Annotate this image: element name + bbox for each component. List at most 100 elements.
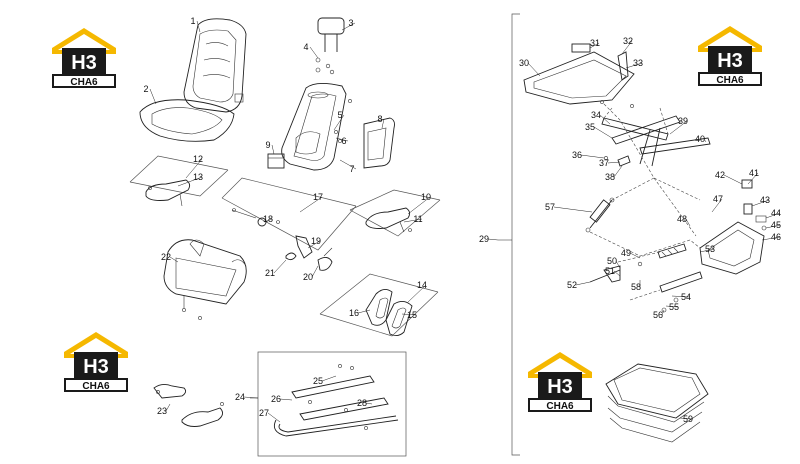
callout-leader [699,248,715,253]
callout-41: 41 [749,168,759,178]
callout-leader [593,126,613,139]
callout-4: 4 [303,42,308,52]
armrest-left-group [129,155,229,207]
callout-leader [339,159,357,170]
callout-leader [765,212,781,219]
backrest-cushion [183,18,247,113]
callout-leader [177,176,203,187]
callout-leader [671,295,691,298]
callout-14: 14 [417,280,427,290]
callout-32: 32 [623,36,633,46]
callout-24: 24 [235,392,245,402]
callout-39: 39 [678,116,688,126]
lumbar-block [267,153,285,169]
callout-46: 46 [771,232,781,242]
logo-mark: H3 [547,376,573,398]
headrest [315,17,345,75]
callout-leader [403,218,423,223]
callout-16: 16 [349,308,359,318]
callout-leader [527,62,541,77]
callout-leader [311,265,319,278]
callout-29: 29 [479,234,489,244]
callout-45: 45 [771,220,781,230]
callout-58: 58 [631,282,641,292]
callout-leader [599,114,611,125]
callout-37: 37 [599,158,609,168]
callout-leader [615,260,621,269]
callout-22: 22 [161,252,171,262]
callout-55: 55 [669,302,679,312]
callout-2: 2 [143,84,148,94]
callout-leader [751,199,770,207]
callout-leader [765,224,781,229]
callout-35: 35 [585,122,595,132]
bracket-parts [153,383,224,427]
callout-27: 27 [259,408,269,418]
callout-8: 8 [377,114,382,124]
callout-9: 9 [265,140,270,150]
callout-51: 51 [605,266,615,276]
logo-brand: CHA6 [716,75,744,86]
bellows-cover [605,363,709,443]
callout-labels: 1234567891011121314151617181920212223242… [143,16,781,424]
callout-23: 23 [157,406,167,416]
callout-leader [553,206,593,213]
callout-leader [723,174,743,185]
brand-logo: H3 CHA6 [698,26,762,86]
assembly-leaders [589,103,701,301]
callout-1: 1 [190,16,195,26]
callout-leader [196,20,201,33]
callout-30: 30 [519,58,529,68]
callout-leader [321,375,337,382]
callout-19: 19 [311,236,321,246]
callout-leader [271,144,275,155]
callout-leader [309,46,319,59]
callout-18: 18 [263,214,273,224]
callout-49: 49 [621,248,631,258]
callout-5: 5 [337,110,342,120]
callout-leader [401,313,417,316]
seat-cushion [139,99,235,142]
brand-logo: H3 CHA6 [64,332,128,392]
callout-leader [621,40,633,55]
callout-leader [407,196,431,215]
rear-panel [363,117,395,169]
logo-mark: H3 [83,356,109,378]
callout-56: 56 [653,310,663,320]
callout-leader [357,309,371,314]
callout-leader [629,252,641,259]
callout-leader [365,402,373,405]
callout-31: 31 [590,38,600,48]
callout-13: 13 [193,172,203,182]
callout-59: 59 [683,414,693,424]
callout-leader [487,238,499,241]
side-covers-group [319,273,439,337]
callout-11: 11 [413,214,422,224]
callout-54: 54 [681,292,691,302]
callout-leader [243,396,259,399]
callout-21: 21 [265,268,275,278]
callout-leader [703,138,707,143]
callout-53: 53 [705,244,715,254]
logo-mark: H3 [71,52,97,74]
callout-leader [149,88,157,105]
suspension-top-plate [523,43,635,108]
callout-15: 15 [407,310,417,320]
callout-20: 20 [303,272,313,282]
scissor-mechanism [601,107,711,167]
callout-leader [273,259,287,274]
callout-17: 17 [313,192,323,202]
callout-leader [307,240,321,249]
callout-48: 48 [677,214,687,224]
callout-57: 57 [545,202,555,212]
callout-42: 42 [715,170,725,180]
armrest-right-group [349,189,441,237]
callout-leader [661,309,665,316]
callout-leaders [149,20,781,423]
callout-26: 26 [271,394,281,404]
callout-6: 6 [341,136,346,146]
callout-leader [711,198,723,213]
callout-43: 43 [760,195,770,205]
callout-leader [335,137,349,142]
callout-leader [279,398,293,401]
